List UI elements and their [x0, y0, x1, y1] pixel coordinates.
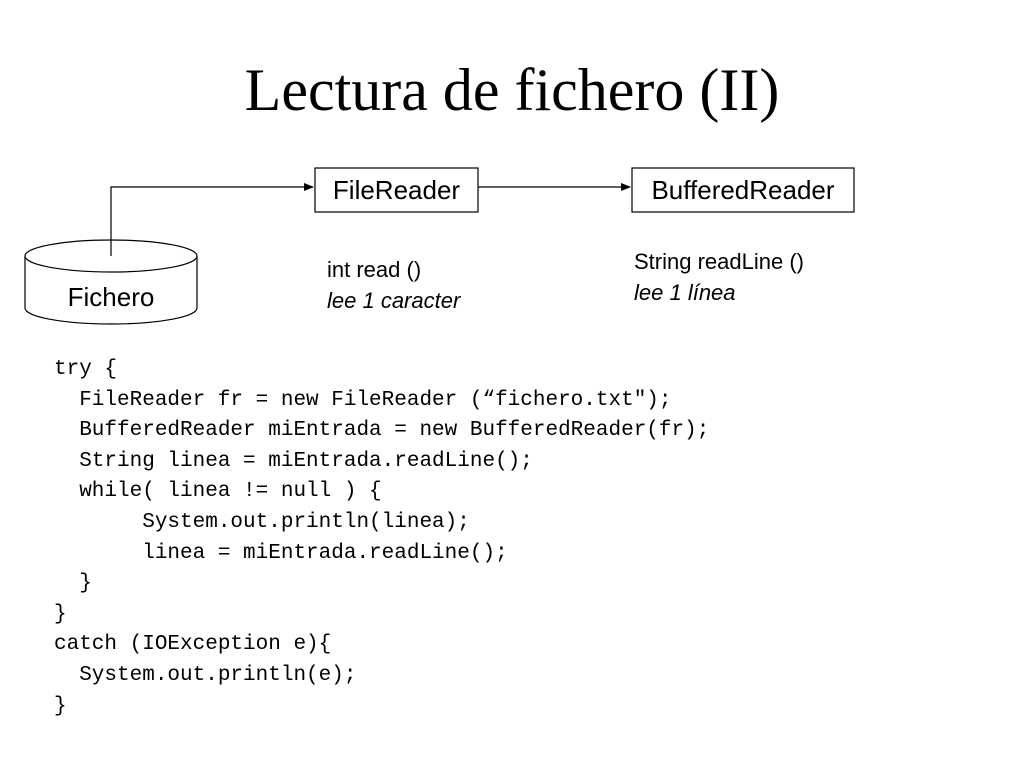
filereader-method: int read () lee 1 caracter [327, 254, 460, 316]
code-line: catch (IOException e){ [54, 633, 332, 657]
code-line: System.out.println(e); [54, 663, 357, 687]
code-block: try { FileReader fr = new FileReader (“f… [54, 355, 709, 722]
code-line: try { [54, 358, 118, 381]
file-cylinder-label: Fichero [67, 282, 155, 312]
code-line: } [54, 602, 67, 626]
bufferedreader-label: BufferedReader [651, 175, 835, 205]
filereader-label: FileReader [332, 175, 461, 205]
filereader-method-description: lee 1 caracter [327, 288, 461, 313]
code-line: String linea = miEntrada.readLine(); [54, 449, 533, 473]
bufferedreader-box [631, 167, 855, 213]
file-to-filereader-arrow [110, 183, 314, 256]
code-line: } [54, 694, 67, 718]
filereader-method-signature: int read () [327, 257, 422, 282]
bufferedreader-method: String readLine () lee 1 línea [634, 246, 804, 308]
bufferedreader-method-description: lee 1 línea [634, 280, 736, 305]
code-line: while( linea != null ) { [54, 480, 382, 504]
filereader-box [314, 167, 479, 213]
code-line: } [54, 572, 92, 596]
code-line: linea = miEntrada.readLine(); [54, 541, 508, 565]
slide-title: Lectura de fichero (II) [244, 57, 780, 123]
code-line: FileReader fr = new FileReader (“fichero… [54, 388, 672, 412]
bufferedreader-method-signature: String readLine () [634, 249, 804, 274]
code-line: System.out.println(linea); [54, 510, 470, 534]
code-line: BufferedReader miEntrada = new BufferedR… [54, 419, 710, 443]
